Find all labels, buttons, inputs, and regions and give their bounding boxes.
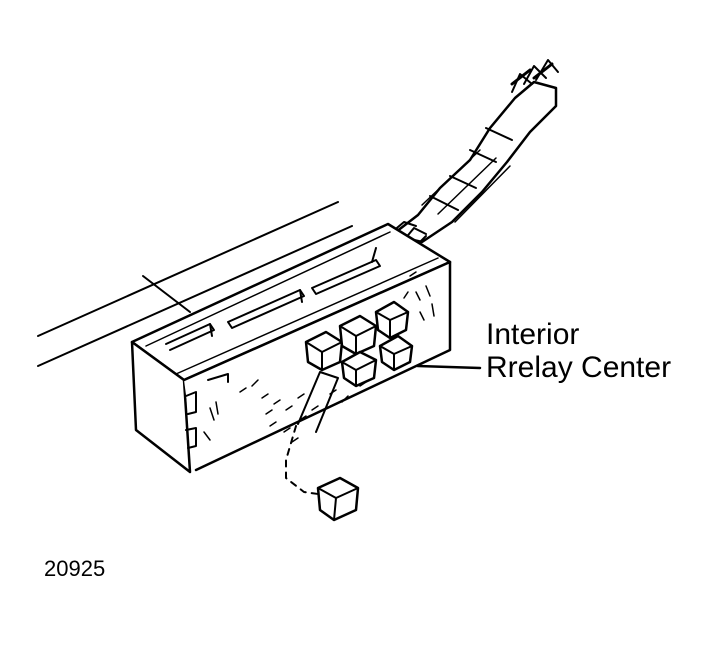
removed-relay bbox=[285, 371, 360, 522]
callout-line-2: Rrelay Center bbox=[486, 351, 672, 384]
callout-label: Interior Rrelay Center bbox=[486, 318, 671, 384]
wire-harness bbox=[390, 59, 559, 247]
mounting-rails bbox=[37, 201, 353, 367]
relays bbox=[304, 300, 414, 388]
figure-id: 20925 bbox=[44, 556, 106, 581]
callout-line-1: Interior bbox=[486, 318, 580, 351]
callout-leader-line bbox=[416, 364, 482, 370]
